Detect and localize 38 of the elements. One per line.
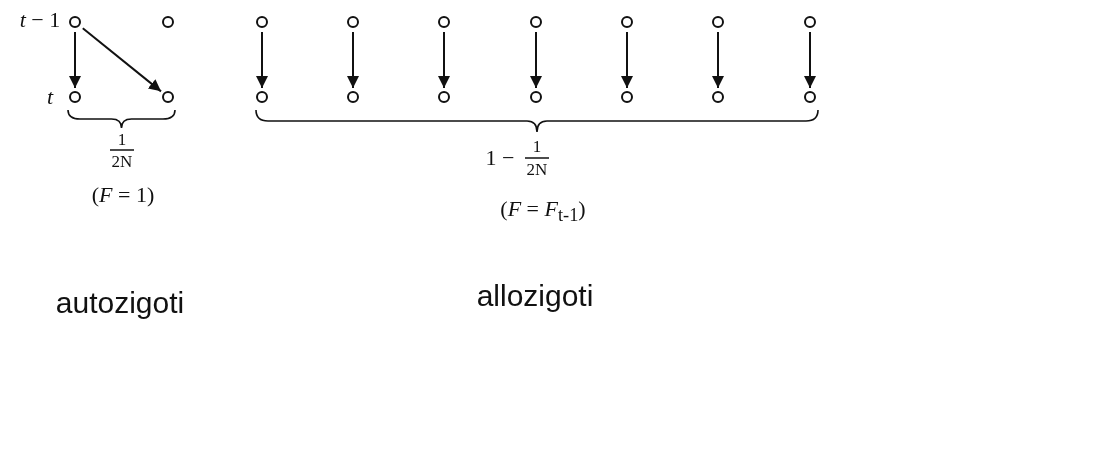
gene-circle (530, 91, 542, 103)
gene-circle (69, 91, 81, 103)
gene-circle (256, 91, 268, 103)
group-label: allozigoti (476, 279, 594, 313)
time-label: t − 1 (19, 7, 61, 33)
gene-circle (804, 16, 816, 28)
arrow (256, 31, 268, 89)
gene-circle (530, 16, 542, 28)
gene-circle (712, 91, 724, 103)
expression-text: 1 − (485, 145, 515, 171)
gene-circle (347, 91, 359, 103)
gene-circle (162, 91, 174, 103)
gene-circle (162, 16, 174, 28)
arrow (712, 31, 724, 89)
arrow (621, 31, 633, 89)
gene-circle (347, 16, 359, 28)
denominator: 2N (111, 152, 133, 172)
gene-circle (804, 91, 816, 103)
inbreeding-note: (F = 1) (91, 182, 155, 208)
gene-circle (256, 16, 268, 28)
gene-circle (621, 16, 633, 28)
gene-circle (712, 16, 724, 28)
numerator: 1 (532, 137, 542, 157)
inbreeding-note: (F = F$_{t-1}$) (500, 195, 586, 227)
arrow (69, 31, 81, 89)
group-label: autozigoti (55, 286, 185, 320)
arrow (347, 31, 359, 89)
gene-circle (438, 91, 450, 103)
denominator: 2N (526, 160, 548, 180)
arrow (804, 31, 816, 89)
gene-circle (438, 16, 450, 28)
arrow (530, 31, 542, 89)
time-label: t (46, 84, 54, 110)
numerator: 1 (117, 130, 127, 150)
gene-circle (69, 16, 81, 28)
gene-circle (621, 91, 633, 103)
arrow (438, 31, 450, 89)
arrow (81, 27, 162, 93)
